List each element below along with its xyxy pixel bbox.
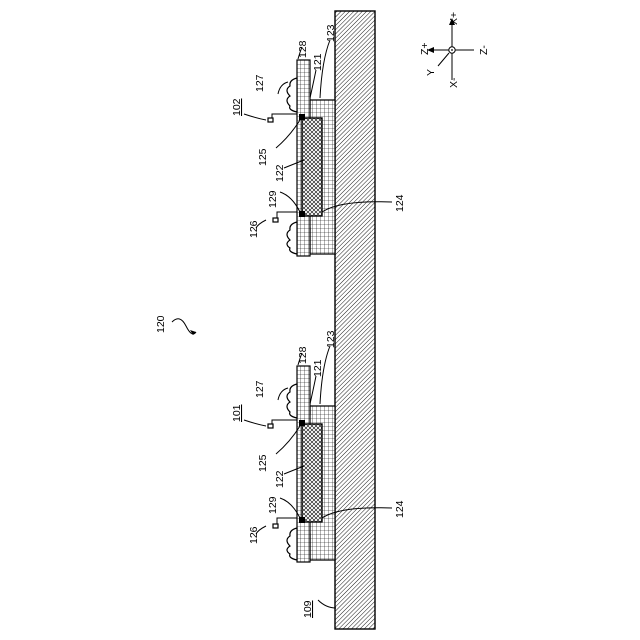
label-126: 126 <box>248 220 260 238</box>
label-126: 126 <box>248 526 260 544</box>
label-128: 128 <box>297 346 309 364</box>
label-124: 124 <box>394 500 406 518</box>
wire-lower <box>287 528 297 560</box>
label-125: 125 <box>257 148 269 166</box>
label-121: 121 <box>312 53 324 71</box>
leader-121 <box>310 70 316 98</box>
unit-101: 128 123 121 127 101 125 122 129 126 124 <box>231 330 406 562</box>
pad-125 <box>299 420 305 426</box>
label-129: 129 <box>267 190 279 208</box>
label-127: 127 <box>254 74 266 92</box>
label-129: 129 <box>267 496 279 514</box>
lead-126-bottom <box>277 518 297 526</box>
leader-121 <box>310 376 316 404</box>
label-125: 125 <box>257 454 269 472</box>
leader-125 <box>276 120 300 148</box>
label-128: 128 <box>297 40 309 58</box>
axis-x-plus: X+ <box>448 12 460 25</box>
axis-z-minus: Z- <box>478 45 490 55</box>
leader-127 <box>278 82 288 94</box>
axis-y: Y <box>425 69 437 76</box>
pad-125 <box>299 114 305 120</box>
wire-127 <box>287 384 297 418</box>
leader-102 <box>244 114 266 120</box>
lead-126-bottom <box>277 212 297 220</box>
label-122: 122 <box>274 470 286 488</box>
lead-126-top <box>272 114 297 120</box>
wire-lower <box>287 222 297 254</box>
label-123: 123 <box>325 330 337 348</box>
label-122: 122 <box>274 164 286 182</box>
label-102: 102 <box>231 98 243 116</box>
label-121: 121 <box>312 359 324 377</box>
label-109: 109 <box>302 600 314 618</box>
axis-x-minus: X- <box>448 77 460 88</box>
wire-127 <box>287 78 297 112</box>
label-123: 123 <box>325 24 337 42</box>
label-124: 124 <box>394 194 406 212</box>
die-122 <box>302 118 322 216</box>
leader-101 <box>244 420 266 426</box>
leader-125 <box>276 426 300 454</box>
leader-127 <box>278 388 288 400</box>
label-120: 120 <box>155 315 167 333</box>
label-127: 127 <box>254 380 266 398</box>
substrate-109 <box>335 11 375 629</box>
leader-109 <box>318 600 336 608</box>
unit-102: 128 123 121 127 102 125 122 129 126 124 <box>231 24 406 256</box>
axis-indicator: X+ X- Z+ Z- Y <box>419 12 490 88</box>
lead-126-top <box>272 420 297 426</box>
axis-z-plus: Z+ <box>419 42 431 55</box>
die-122 <box>302 424 322 522</box>
label-101: 101 <box>231 404 243 422</box>
